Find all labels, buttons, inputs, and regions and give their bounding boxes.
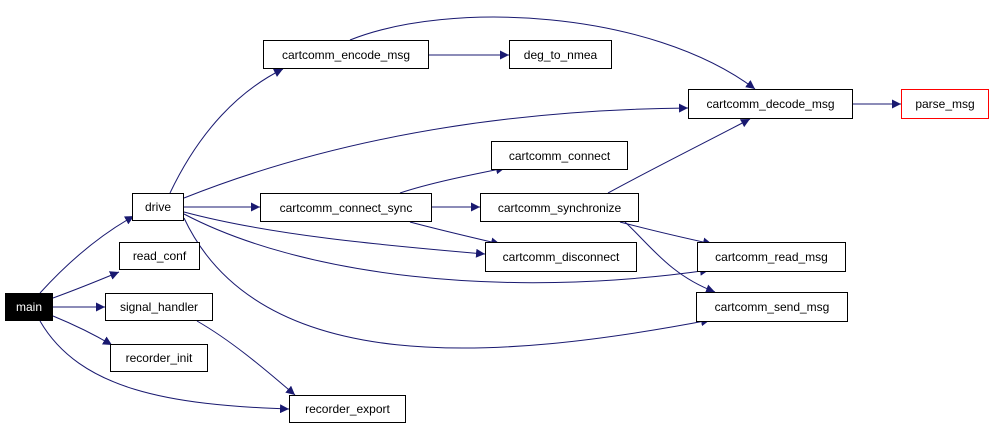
edge-cartcomm-connect-sync-to-cartcomm-disconnect — [409, 221, 501, 247]
edge-cartcomm-encode-msg-to-cartcomm-decode-msg — [349, 16, 756, 90]
node-cartcomm-encode-msg[interactable]: cartcomm_encode_msg — [263, 40, 429, 69]
edge-drive-to-cartcomm-send-msg — [183, 217, 711, 349]
edge-drive-to-cartcomm-disconnect — [183, 211, 486, 258]
node-cartcomm-synchronize[interactable]: cartcomm_synchronize — [480, 193, 639, 222]
node-cartcomm-connect-sync[interactable]: cartcomm_connect_sync — [260, 193, 432, 222]
edge-drive-to-cartcomm-decode-msg — [183, 103, 689, 199]
node-parse-msg[interactable]: parse_msg — [901, 89, 989, 119]
edge-cartcomm-synchronize-to-cartcomm-read-msg — [619, 221, 713, 247]
edge-drive-to-cartcomm-encode-msg — [169, 68, 284, 194]
node-cartcomm-connect[interactable]: cartcomm_connect — [491, 141, 628, 170]
edge-main-to-drive — [39, 215, 135, 294]
node-read-conf[interactable]: read_conf — [119, 242, 200, 270]
node-recorder-init[interactable]: recorder_init — [110, 344, 208, 372]
edge-main-to-recorder-init — [52, 315, 113, 346]
edge-signal-handler-to-recorder-export — [196, 320, 296, 396]
node-main[interactable]: main — [5, 293, 53, 321]
node-cartcomm-disconnect[interactable]: cartcomm_disconnect — [485, 242, 637, 272]
node-cartcomm-decode-msg[interactable]: cartcomm_decode_msg — [688, 89, 853, 119]
node-cartcomm-read-msg[interactable]: cartcomm_read_msg — [697, 242, 846, 272]
edge-main-to-read-conf — [52, 271, 120, 299]
node-signal-handler[interactable]: signal_handler — [105, 293, 213, 321]
edge-cartcomm-synchronize-to-cartcomm-decode-msg — [607, 118, 751, 194]
edge-cartcomm-connect-sync-to-cartcomm-connect — [399, 165, 506, 194]
node-drive[interactable]: drive — [132, 193, 184, 221]
edge-cartcomm-synchronize-to-cartcomm-send-msg — [624, 221, 716, 294]
node-recorder-export[interactable]: recorder_export — [289, 395, 406, 423]
edge-drive-to-cartcomm-read-msg — [183, 213, 710, 284]
edge-main-to-recorder-export — [39, 320, 290, 414]
node-cartcomm-send-msg[interactable]: cartcomm_send_msg — [696, 292, 848, 322]
node-deg-to-nmea[interactable]: deg_to_nmea — [509, 40, 612, 69]
